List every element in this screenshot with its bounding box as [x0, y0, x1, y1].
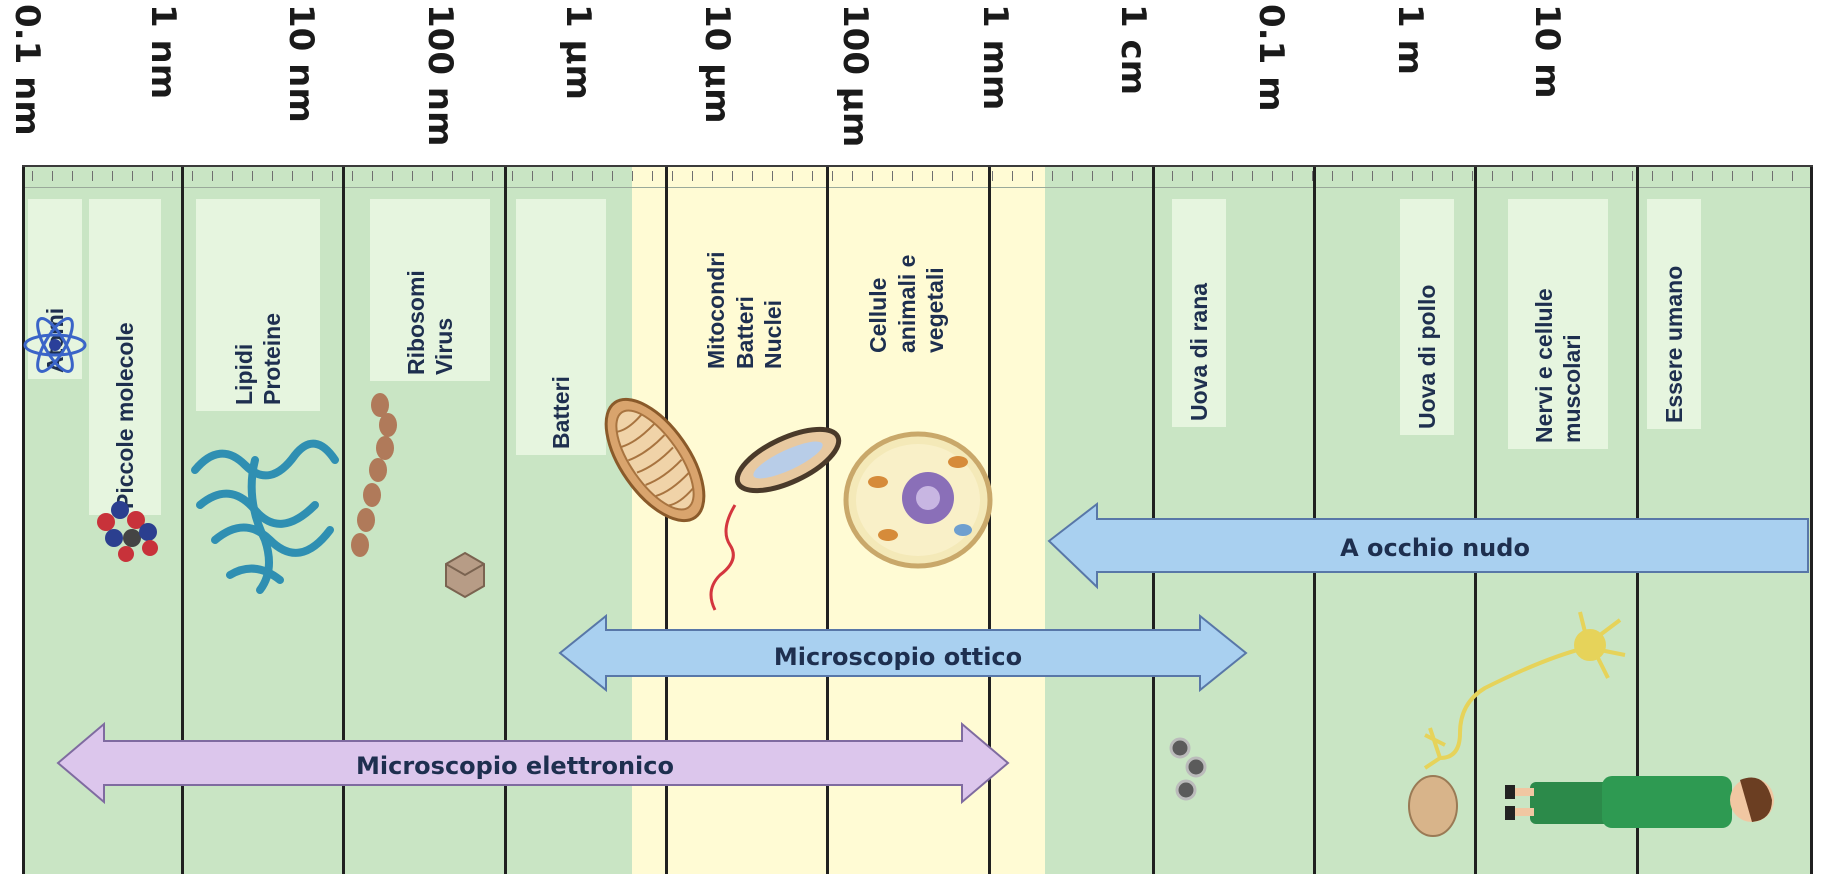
protein-icon: [195, 444, 335, 590]
human-figure-icon: [1505, 776, 1774, 828]
frog-eggs-icon: [1171, 739, 1205, 799]
molecule-icon: [97, 501, 158, 562]
mitochondrion-icon: [587, 383, 723, 537]
bacterium-icon: [711, 417, 847, 610]
ribosome-chain-icon: [351, 393, 397, 557]
virus-icon: [446, 553, 484, 597]
optical-microscope-label: Microscopio ottico: [774, 643, 1022, 671]
naked-eye-label: A occhio nudo: [1340, 534, 1530, 562]
cell-icon: [846, 434, 990, 566]
neuron-icon: [1425, 612, 1625, 768]
atom-icon: [25, 314, 85, 376]
electron-microscope-label: Microscopio elettronico: [356, 752, 674, 780]
egg-icon: [1409, 776, 1457, 836]
